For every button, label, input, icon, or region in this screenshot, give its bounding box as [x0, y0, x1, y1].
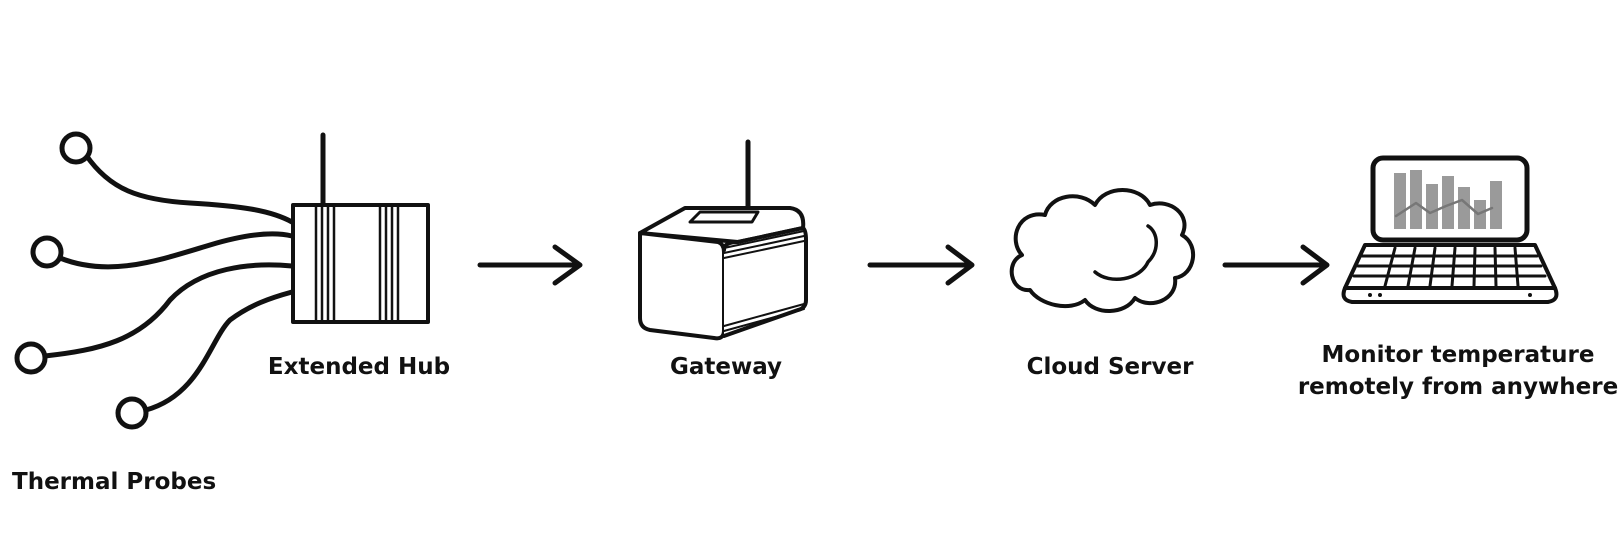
laptop-chart	[1394, 170, 1502, 229]
arrow-right-icon	[867, 244, 975, 286]
hub-icon	[291, 132, 430, 324]
gateway-label: Gateway	[669, 354, 783, 380]
thermal-probes-icon	[14, 131, 295, 430]
probe-4	[115, 289, 295, 430]
monitor-label-line-2: remotely from anywhere	[1297, 374, 1619, 400]
extended-hub-label: Extended Hub	[267, 354, 451, 380]
monitor-label-line-1: Monitor temperature	[1321, 342, 1595, 368]
laptop-keyboard	[1352, 246, 1547, 288]
probe-2	[30, 231, 295, 270]
monitor-remotely-label: Monitor temperature remotely from anywhe…	[1298, 339, 1618, 403]
cloud-icon	[1009, 188, 1196, 313]
laptop-icon	[1341, 155, 1559, 304]
arrow-right-icon	[477, 244, 583, 286]
thermal-probes-label: Thermal Probes	[12, 469, 217, 495]
arrow-right-icon	[1222, 244, 1330, 286]
probe-1	[59, 131, 295, 225]
gateway-icon	[638, 139, 808, 341]
probe-3	[14, 262, 295, 375]
cloud-server-label: Cloud Server	[1026, 354, 1194, 380]
